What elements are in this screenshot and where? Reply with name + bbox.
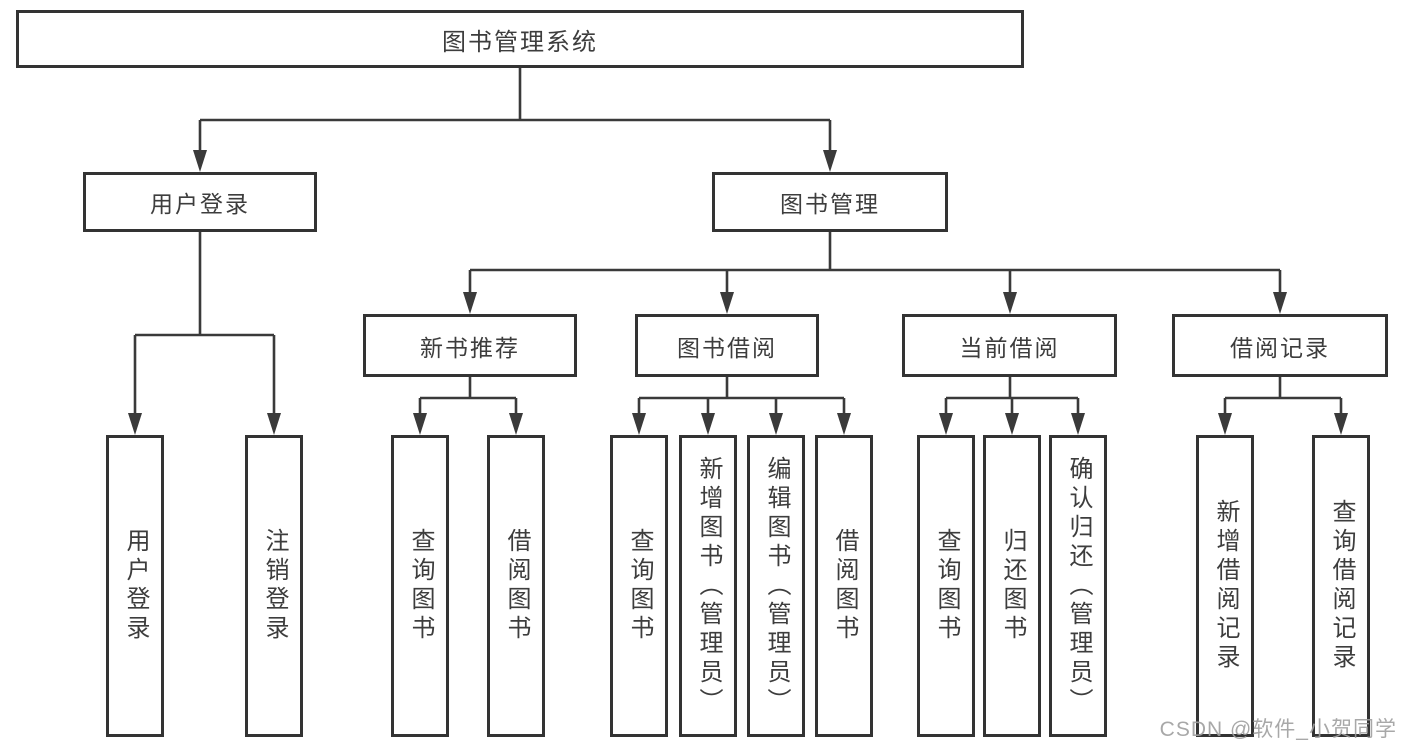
leaf-return-books: 归还图书 [983,435,1041,737]
leaf-borrow-books-recommend: 借阅图书 [487,435,545,737]
node-user-login: 用户登录 [83,172,317,232]
csdn-watermark: CSDN @软件_小贺同学 [1159,718,1397,741]
leaf-query-borrow-record: 查询借阅记录 [1312,435,1370,737]
node-borrow-records: 借阅记录 [1172,314,1388,377]
leaf-confirm-return-admin: 确认归还（管理员） [1049,435,1107,737]
leaf-add-books-admin: 新增图书（管理员） [679,435,737,737]
node-new-book-recommend: 新书推荐 [363,314,577,377]
leaf-edit-books-admin: 编辑图书（管理员） [747,435,805,737]
leaf-borrow-books: 借阅图书 [815,435,873,737]
leaf-user-login: 用户登录 [106,435,164,737]
node-book-management: 图书管理 [712,172,948,232]
arrowhead-icons [128,150,1348,435]
leaf-query-books-current: 查询图书 [917,435,975,737]
node-current-borrow: 当前借阅 [902,314,1117,377]
leaf-query-books-borrow: 查询图书 [610,435,668,737]
node-library-management-system: 图书管理系统 [16,10,1024,68]
leaf-logout: 注销登录 [245,435,303,737]
leaf-query-books-recommend: 查询图书 [391,435,449,737]
leaf-add-borrow-record: 新增借阅记录 [1196,435,1254,737]
node-book-borrow: 图书借阅 [635,314,819,377]
